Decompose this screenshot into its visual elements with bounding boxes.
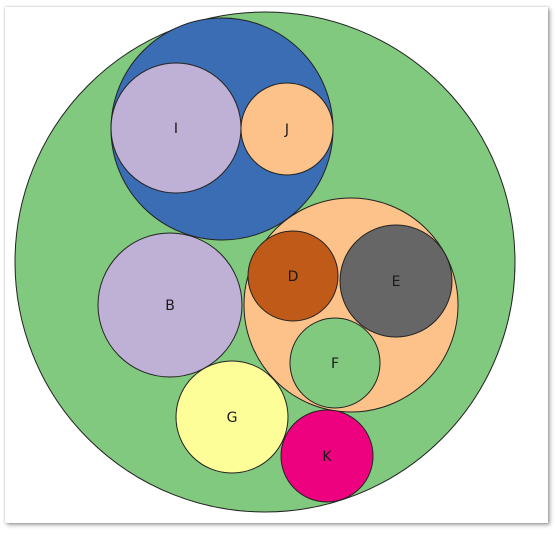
labels-layer: I J B D E F G K	[165, 121, 400, 465]
label-g: G	[227, 410, 238, 426]
label-j: J	[284, 122, 289, 138]
circle-j	[240, 82, 334, 176]
circle-e	[339, 224, 453, 338]
circle-k	[280, 409, 374, 503]
label-f: F	[331, 356, 339, 372]
label-d: D	[288, 269, 299, 285]
circle-d	[247, 230, 339, 322]
label-i: I	[174, 121, 178, 137]
circle-b	[97, 232, 243, 378]
circle-f	[289, 317, 381, 409]
circle-g	[175, 360, 289, 474]
label-k: K	[322, 449, 332, 465]
label-b: B	[165, 298, 175, 314]
label-e: E	[392, 274, 401, 290]
circles-layer	[14, 11, 516, 513]
